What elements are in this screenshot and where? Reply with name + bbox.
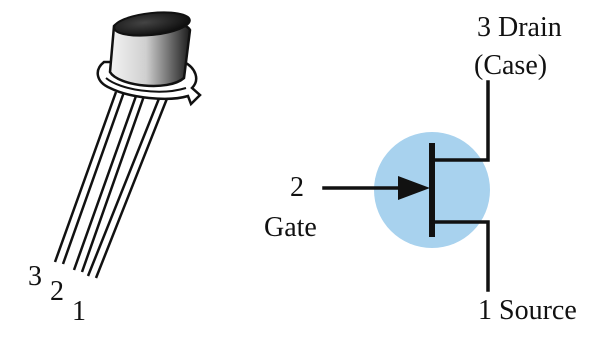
source-lead bbox=[430, 220, 490, 292]
lead-3 bbox=[53, 91, 126, 265]
gate-label: Gate bbox=[264, 212, 317, 243]
jfet-symbol bbox=[322, 80, 490, 292]
lead-number-1: 1 bbox=[72, 296, 86, 327]
transistor-package bbox=[53, 11, 202, 279]
lead-number-2: 2 bbox=[50, 276, 64, 307]
lead-2 bbox=[72, 95, 146, 273]
gate-arrow bbox=[398, 176, 430, 200]
drain-lead bbox=[430, 80, 490, 162]
lead-number-3: 3 bbox=[28, 261, 42, 292]
package-top bbox=[113, 11, 191, 37]
leads bbox=[53, 91, 170, 279]
gate-number-label: 2 bbox=[290, 172, 304, 203]
case-label: (Case) bbox=[474, 50, 548, 81]
source-label: 1 Source bbox=[478, 295, 577, 326]
lead-1 bbox=[86, 95, 170, 279]
drain-label: 3 Drain bbox=[477, 12, 562, 43]
